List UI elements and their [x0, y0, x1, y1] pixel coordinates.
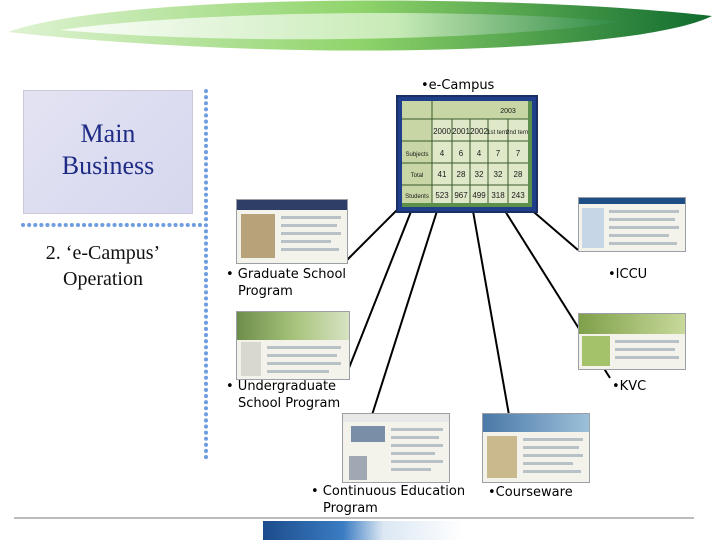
top-banner	[8, 0, 712, 51]
undergraduate-school-screenshot	[236, 311, 350, 380]
svg-text:967: 967	[454, 191, 468, 200]
dotted-divider-vertical	[204, 89, 208, 464]
col-2000: 2000	[433, 127, 451, 136]
svg-text:41: 41	[438, 170, 447, 179]
col-2001: 2001	[452, 127, 470, 136]
page-title-line1: Main	[80, 119, 136, 148]
footer-logo	[263, 521, 463, 540]
iccu-screenshot	[578, 197, 686, 252]
col-2002: 2002	[470, 127, 488, 136]
title-box	[23, 90, 193, 214]
connector-courseware	[472, 210, 510, 416]
undergraduate-label: • Undergraduate School Program	[226, 379, 341, 411]
row-total-label: Total	[411, 173, 424, 179]
svg-text:28: 28	[514, 170, 523, 179]
svg-text:28: 28	[457, 170, 466, 179]
section-subtitle-line1: 2. ‘e-Campus’	[45, 242, 161, 264]
ecampus-statistics-table: 2000 2001 2002 2003 1st term 2nd term Su…	[396, 95, 538, 213]
section-subtitle: 2. ‘e-Campus’ Operation	[18, 240, 188, 292]
svg-text:6: 6	[459, 149, 464, 158]
footer-divider	[14, 517, 694, 519]
svg-text:2003: 2003	[500, 108, 516, 115]
svg-text:243: 243	[511, 191, 525, 200]
kvc-screenshot	[578, 313, 686, 370]
courseware-label: •Courseware	[488, 485, 573, 500]
connector-iccu	[527, 206, 579, 251]
graduate-label: • Graduate School Program	[226, 267, 347, 299]
connector-continuous	[371, 210, 438, 416]
svg-text:7: 7	[516, 149, 521, 158]
svg-text:318: 318	[491, 191, 505, 200]
svg-text:4: 4	[440, 149, 445, 158]
continuous-education-label: • Continuous Education Program	[311, 484, 466, 516]
svg-text:32: 32	[494, 170, 503, 179]
banner-highlight	[60, 12, 620, 40]
ecampus-label: •e-Campus	[421, 78, 495, 93]
page-title-line2: Business	[61, 151, 155, 180]
svg-text:523: 523	[435, 191, 449, 200]
iccu-label: •ICCU	[608, 267, 648, 282]
row-students-label: Students	[405, 194, 429, 200]
svg-text:4: 4	[477, 149, 482, 158]
courseware-screenshot	[482, 413, 590, 483]
svg-text:32: 32	[475, 170, 484, 179]
row-subjects-label: Subjects	[405, 152, 428, 158]
kvc-label: •KVC	[612, 379, 647, 394]
svg-text:499: 499	[472, 191, 486, 200]
statistics-grid: 2000 2001 2002 2003 1st term 2nd term Su…	[402, 101, 530, 203]
connector-graduate	[344, 206, 401, 263]
svg-text:7: 7	[496, 149, 501, 158]
col-2003-2: 2nd term	[506, 130, 528, 136]
dotted-divider-horizontal	[21, 223, 206, 227]
continuous-education-screenshot	[342, 413, 450, 483]
section-subtitle-line2: Operation	[63, 268, 143, 290]
page-title: Main Business	[23, 118, 193, 182]
col-2003-1: 1st term	[487, 130, 509, 136]
connector-undergrad	[344, 208, 413, 379]
graduate-school-screenshot	[236, 199, 348, 264]
